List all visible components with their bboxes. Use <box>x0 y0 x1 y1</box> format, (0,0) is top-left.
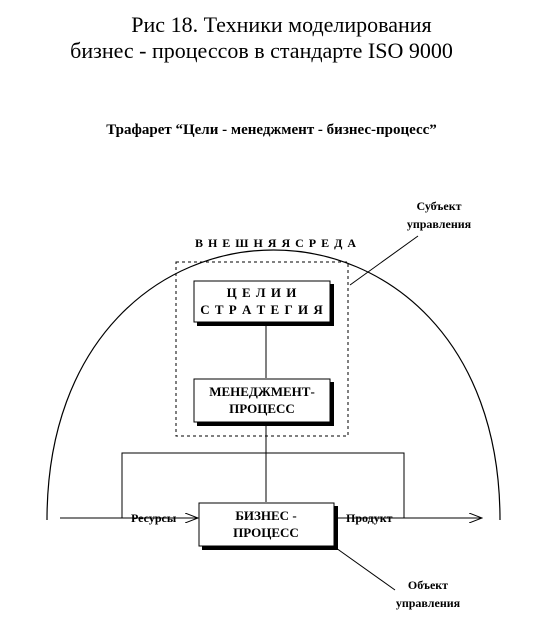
goals-box-line-1: Ц Е Л И И <box>227 285 298 300</box>
management-system-frame <box>175 261 349 437</box>
product-label: Продукт <box>346 511 393 525</box>
figure-title-line-1: Рис 18. Техники моделирования <box>131 12 432 37</box>
business-process-box <box>198 502 335 547</box>
goals-strategy-box <box>193 280 331 323</box>
business-box-line-1: БИЗНЕС - <box>235 508 296 523</box>
figure-title-line-2: бизнес - процессов в стандарте ISO 9000 <box>70 38 453 63</box>
subject-label-line-2: управления <box>407 217 472 231</box>
process-loop-line <box>121 452 405 518</box>
management-process-box <box>193 378 331 423</box>
resources-label: Ресурсы <box>131 511 177 525</box>
goals-box-line-2: С Т Р А Т Е Г И Я <box>200 302 324 317</box>
environment-boundary-arc <box>46 249 501 521</box>
object-label-line-2: управления <box>396 596 461 610</box>
object-label-line-1: Объект <box>408 578 448 592</box>
management-box-line-2: ПРОЦЕСС <box>229 401 295 416</box>
object-pointer-line <box>335 547 396 591</box>
diagram-subtitle: Трафарет “Цели - менеджмент - бизнес-про… <box>106 122 437 138</box>
subject-label-line-1: Субъект <box>416 199 461 213</box>
management-box-line-1: МЕНЕДЖМЕНТ- <box>209 384 315 399</box>
environment-label: В Н Е Ш Н Я Я С Р Е Д А <box>195 236 357 250</box>
business-box-line-2: ПРОЦЕСС <box>233 525 299 540</box>
subject-pointer-line <box>349 235 419 286</box>
